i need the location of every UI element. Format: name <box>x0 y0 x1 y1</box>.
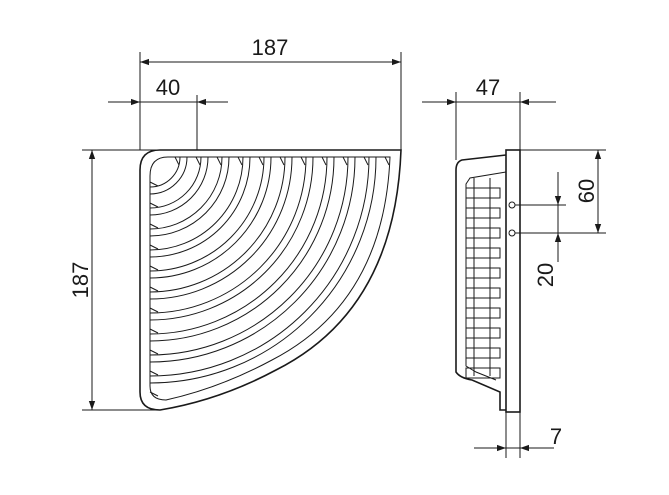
slat-arc <box>149 156 188 195</box>
slat-arc <box>149 156 244 251</box>
side-basket-outline <box>455 154 507 411</box>
front-view <box>139 149 402 411</box>
slat-arc <box>149 156 202 209</box>
side-bar <box>465 287 501 299</box>
rim-tick <box>237 156 243 166</box>
rim-tick <box>149 223 159 229</box>
rim-tick <box>321 156 327 166</box>
side-bar <box>465 327 501 339</box>
slat-arc <box>149 156 265 272</box>
rim-tick <box>216 156 222 166</box>
dim-side-hole-offset: 20 <box>533 263 558 287</box>
dimensions: 187 40 187 47 60 20 <box>68 35 606 458</box>
slat-arc <box>149 156 307 314</box>
rim-tick <box>363 156 369 166</box>
rim-tick <box>149 328 159 334</box>
rim-tick <box>258 156 264 166</box>
slat-arc <box>149 156 272 279</box>
rim-tick <box>149 307 159 313</box>
dim-side-depth: 47 <box>476 75 500 100</box>
side-bar <box>465 227 501 239</box>
dim-side-bottom: 7 <box>550 424 562 449</box>
side-bar <box>465 307 501 319</box>
rim-tick <box>300 156 306 166</box>
dim-top-offset: 40 <box>156 75 180 100</box>
rim-tick <box>279 156 285 166</box>
rim-tick <box>149 370 159 376</box>
rim-tick <box>149 181 159 187</box>
rim-tick <box>149 286 159 292</box>
side-bar <box>465 207 501 219</box>
back-plate <box>505 149 521 413</box>
slat-arc <box>149 156 314 321</box>
slat-arc <box>149 156 251 258</box>
basket-outline <box>139 149 402 411</box>
side-bar <box>465 187 501 199</box>
slat-arc <box>149 156 293 300</box>
slat-arc <box>149 156 335 342</box>
slat-arc <box>149 156 223 230</box>
dim-top-width: 187 <box>252 35 289 60</box>
slat-arc <box>149 156 377 384</box>
mount-hole-lower <box>508 229 516 237</box>
dim-side-hole-span: 60 <box>574 179 599 203</box>
slat-arc <box>149 156 209 216</box>
slat-arc <box>149 156 230 237</box>
side-grid <box>465 178 501 379</box>
slat-arc <box>149 156 356 363</box>
rim-tick <box>149 349 159 355</box>
slat-arc <box>149 156 181 188</box>
mount-hole-upper <box>508 201 516 209</box>
side-bar <box>465 267 501 279</box>
rim-tick <box>149 265 159 271</box>
rim-tick <box>149 202 159 208</box>
side-bar <box>465 247 501 259</box>
slat-arc <box>149 156 286 293</box>
side-view <box>455 149 521 413</box>
slat-arc <box>149 156 328 335</box>
basket-inner-rim <box>149 156 391 401</box>
rim-tick <box>149 244 159 250</box>
rim-tick <box>384 156 390 166</box>
rim-tick <box>195 156 201 166</box>
side-bar <box>465 347 501 359</box>
rim-tick <box>174 156 180 166</box>
dim-left-height: 187 <box>68 262 93 299</box>
slat-arc <box>149 156 370 377</box>
rim-tick <box>342 156 348 166</box>
rim-tick <box>149 391 159 397</box>
side-bar <box>465 367 501 379</box>
slat-arc <box>149 156 349 356</box>
basket-slats <box>149 156 390 397</box>
